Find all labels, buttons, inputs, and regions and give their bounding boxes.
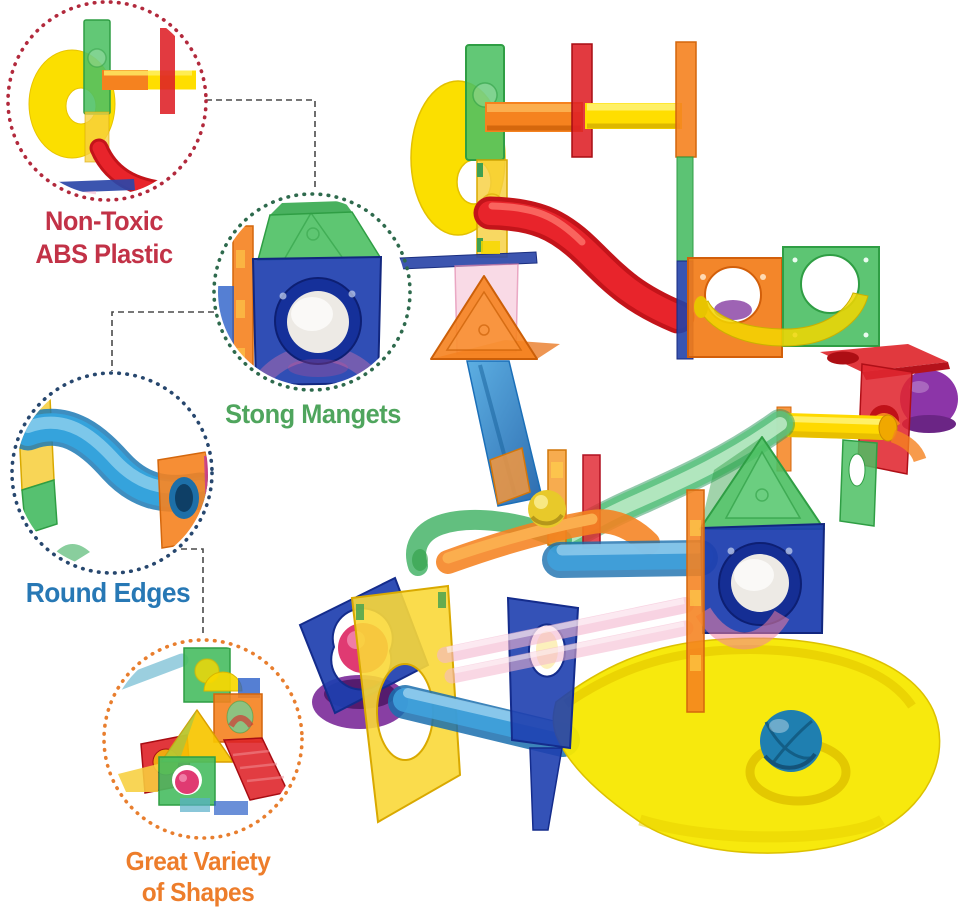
dotted-ring-magnets [212,192,412,392]
orange-tilted-tile-small [489,446,531,506]
blue-magnet-cube [695,522,826,650]
callout-magnets [212,192,412,392]
pink-tubes [437,597,694,684]
label-line: Great Variety [125,846,271,876]
green-strip-right [676,156,694,262]
label-line: Non-Toxic [45,206,163,236]
feature-label-variety: Great Variety of Shapes [99,846,296,908]
blue-tube-middle [542,540,718,578]
dotted-ring-edges [10,371,214,575]
feature-label-nontoxic: Non-Toxic ABS Plastic [1,205,208,271]
purple-dome [900,370,958,433]
orange-triangle-tile [430,275,560,360]
callout-connectors [111,99,316,637]
feature-label-magnets: Stong Mangets [205,398,421,430]
connector-magnets [111,311,214,371]
magnets-photo [218,201,383,386]
green-oval-hole-tile [839,439,878,527]
orange-trough [436,509,660,574]
label-line: ABS Plastic [35,239,173,269]
edges-photo [16,396,208,562]
label-line: Round Edges [25,577,191,608]
marble-run-structure [298,41,958,854]
callout-nontoxic [6,0,208,202]
yellow-end-funnel [552,637,941,854]
connector-nontoxic [206,99,316,191]
red-tile-top-middle [571,43,593,158]
red-curved-tube [473,196,695,334]
connector-edges [181,548,204,637]
label-line: Stong Mangets [225,399,401,429]
feature-label-edges: Round Edges [5,577,212,609]
callout-variety [102,638,304,840]
dotted-ring-variety [102,638,304,840]
variety-photo [108,647,290,815]
dotted-ring-nontoxic [6,0,208,202]
blue-marble [760,710,822,772]
yellow-tube-top [585,103,682,129]
orange-tube-top [485,102,583,132]
orange-thin-tile-front [686,489,705,713]
yellow-trough [694,292,869,347]
yellow-marble [528,490,566,528]
yellow-tall-tile-with-hole [350,584,462,824]
label-line: of Shapes [141,877,255,907]
callout-edges [10,371,214,575]
orange-tile-top-right [675,41,697,158]
